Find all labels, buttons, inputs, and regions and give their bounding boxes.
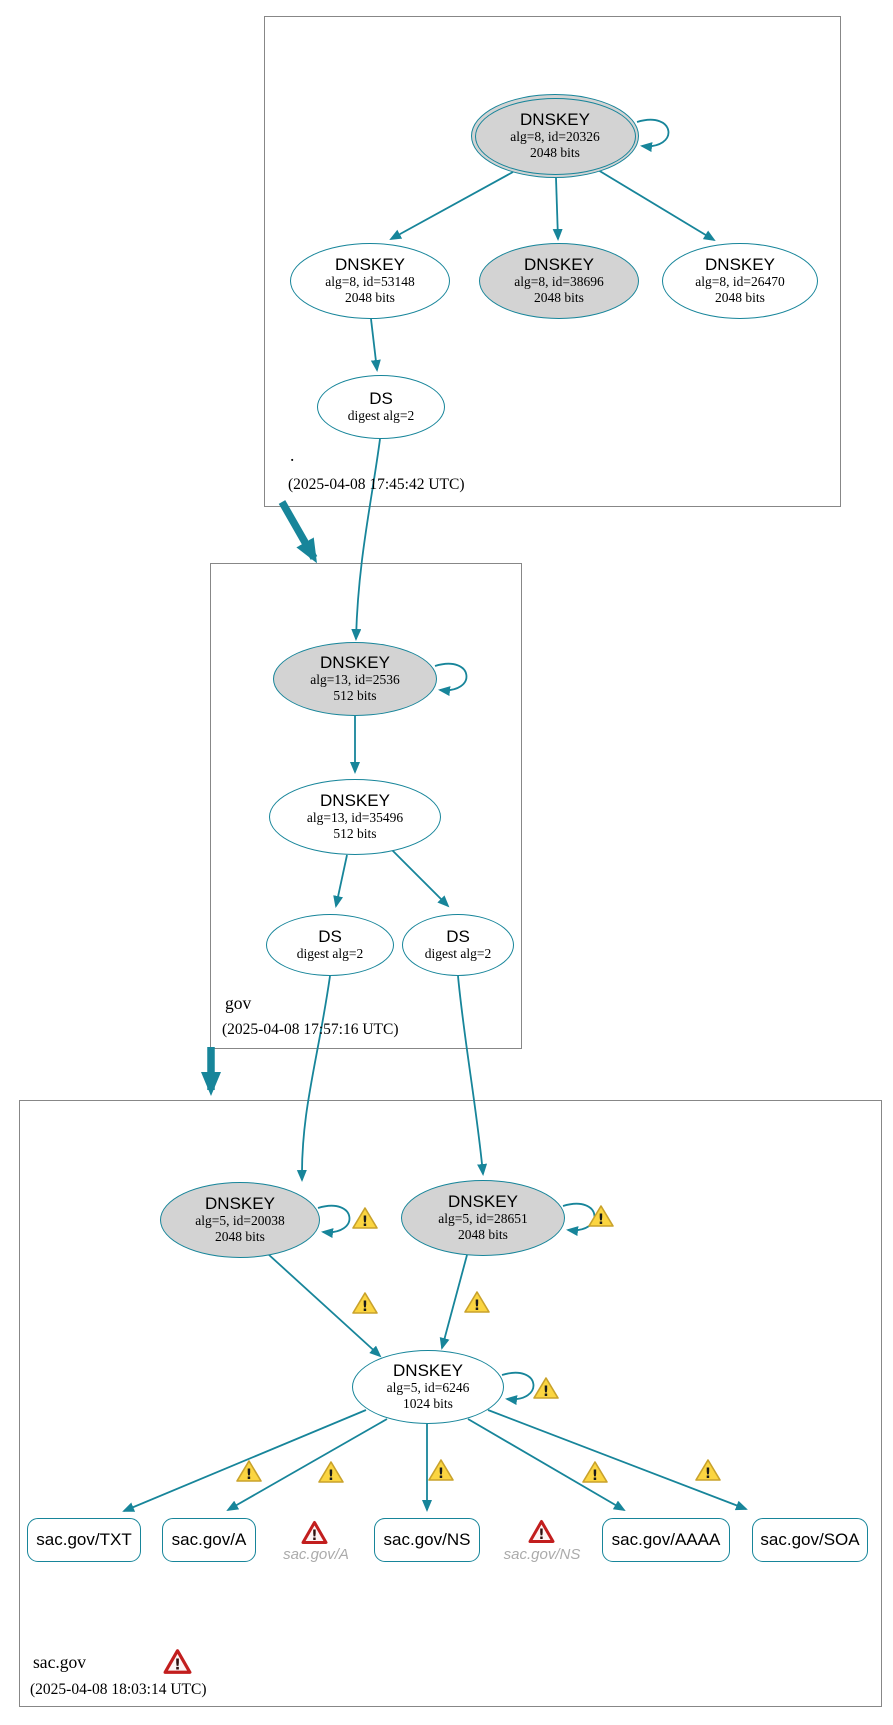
edge-saczsk-soa bbox=[487, 1409, 748, 1511]
dnskey-node-sacgov-ksk1[interactable]: DNSKEY alg=5, id=20038 2048 bits bbox=[160, 1182, 320, 1258]
ds-node-gov-2[interactable]: DS digest alg=2 bbox=[402, 914, 514, 976]
svg-text:!: ! bbox=[438, 1466, 444, 1482]
svg-text:!: ! bbox=[174, 1656, 181, 1674]
svg-text:!: ! bbox=[598, 1212, 604, 1228]
dnskey-node-root-ksk[interactable]: DNSKEY alg=8, id=20326 2048 bits bbox=[471, 94, 639, 178]
warning-icon[interactable]: ! bbox=[582, 1460, 608, 1484]
svg-text:!: ! bbox=[328, 1468, 334, 1484]
error-icon[interactable]: ! bbox=[301, 1520, 328, 1545]
edge-govzsk-ds2 bbox=[390, 848, 450, 908]
edge-sacksk1-selfloop bbox=[317, 1205, 351, 1239]
warning-icon[interactable]: ! bbox=[428, 1458, 454, 1482]
warning-icon[interactable]: ! bbox=[352, 1291, 378, 1315]
dnskey-node-root-zsk3[interactable]: DNSKEY alg=8, id=26470 2048 bits bbox=[662, 243, 818, 319]
rrset-box-ns[interactable]: sac.gov/NS bbox=[374, 1518, 480, 1562]
edge-zsk1-ds bbox=[370, 318, 381, 372]
edge-delegation-root-gov bbox=[278, 500, 318, 564]
dnskey-node-root-zsk2[interactable]: DNSKEY alg=8, id=38696 2048 bits bbox=[479, 243, 639, 319]
edge-saczsk-txt bbox=[122, 1409, 367, 1512]
error-icon[interactable]: ! bbox=[163, 1648, 192, 1675]
ds-node-gov-1[interactable]: DS digest alg=2 bbox=[266, 914, 394, 976]
ds-node-root[interactable]: DS digest alg=2 bbox=[317, 375, 445, 439]
edge-govds1-sacksk1 bbox=[296, 975, 331, 1182]
warning-icon[interactable]: ! bbox=[533, 1376, 559, 1400]
rrset-box-aaaa[interactable]: sac.gov/AAAA bbox=[602, 1518, 730, 1562]
edge-rootksk-zsk3 bbox=[597, 169, 716, 242]
edge-rootksk-selfloop bbox=[636, 119, 670, 153]
dnskey-node-sacgov-ksk2[interactable]: DNSKEY alg=5, id=28651 2048 bits bbox=[401, 1180, 565, 1256]
warning-icon[interactable]: ! bbox=[236, 1459, 262, 1483]
edge-saczsk-aaaa bbox=[467, 1418, 626, 1512]
zone-label-sacgov: sac.gov bbox=[33, 1652, 86, 1672]
svg-text:!: ! bbox=[543, 1384, 549, 1400]
svg-text:!: ! bbox=[705, 1466, 711, 1482]
missing-rrset-label-a: sac.gov/A bbox=[283, 1546, 349, 1563]
svg-text:!: ! bbox=[592, 1468, 598, 1484]
missing-rrset-label-ns: sac.gov/NS bbox=[503, 1546, 581, 1563]
rrset-box-txt[interactable]: sac.gov/TXT bbox=[27, 1518, 141, 1562]
edge-govzsk-ds1 bbox=[333, 854, 348, 908]
svg-text:!: ! bbox=[362, 1299, 368, 1315]
dnskey-node-gov-zsk[interactable]: DNSKEY alg=13, id=35496 512 bits bbox=[269, 779, 441, 855]
edge-saczsk-a bbox=[226, 1418, 388, 1511]
edge-rootksk-zsk1 bbox=[389, 171, 514, 240]
edge-sacksk1-saczsk bbox=[267, 1253, 382, 1358]
edge-sacksk2-saczsk bbox=[439, 1254, 468, 1350]
svg-text:!: ! bbox=[538, 1527, 544, 1543]
rrset-box-a[interactable]: sac.gov/A bbox=[162, 1518, 256, 1562]
dnskey-node-root-zsk1[interactable]: DNSKEY alg=8, id=53148 2048 bits bbox=[290, 243, 450, 319]
warning-icon[interactable]: ! bbox=[464, 1290, 490, 1314]
edge-rootksk-zsk2 bbox=[552, 177, 563, 241]
zone-timestamp-sacgov: (2025-04-08 18:03:14 UTC) bbox=[30, 1681, 207, 1698]
warning-icon[interactable]: ! bbox=[318, 1460, 344, 1484]
zone-timestamp-gov: (2025-04-08 17:57:16 UTC) bbox=[222, 1021, 399, 1038]
warning-icon[interactable]: ! bbox=[588, 1204, 614, 1228]
zone-timestamp-root: (2025-04-08 17:45:42 UTC) bbox=[288, 476, 465, 493]
svg-text:!: ! bbox=[474, 1298, 480, 1314]
svg-text:!: ! bbox=[362, 1214, 368, 1230]
error-icon[interactable]: ! bbox=[528, 1519, 555, 1544]
zone-label-root: . bbox=[290, 445, 295, 465]
edge-rootds-govksk bbox=[351, 438, 381, 641]
warning-icon[interactable]: ! bbox=[695, 1458, 721, 1482]
dnskey-node-sacgov-zsk[interactable]: DNSKEY alg=5, id=6246 1024 bits bbox=[352, 1350, 504, 1424]
svg-text:!: ! bbox=[246, 1467, 252, 1483]
svg-text:!: ! bbox=[311, 1528, 317, 1544]
rrset-box-soa[interactable]: sac.gov/SOA bbox=[752, 1518, 868, 1562]
edge-saczsk-selfloop bbox=[501, 1372, 535, 1406]
zone-label-gov: gov bbox=[225, 993, 252, 1013]
dnskey-node-gov-ksk[interactable]: DNSKEY alg=13, id=2536 512 bits bbox=[273, 642, 437, 716]
edge-sacksk2-selfloop bbox=[562, 1203, 596, 1237]
warning-icon[interactable]: ! bbox=[352, 1206, 378, 1230]
edge-govds2-sacksk2 bbox=[457, 975, 488, 1176]
edge-govksk-selfloop bbox=[434, 663, 468, 697]
